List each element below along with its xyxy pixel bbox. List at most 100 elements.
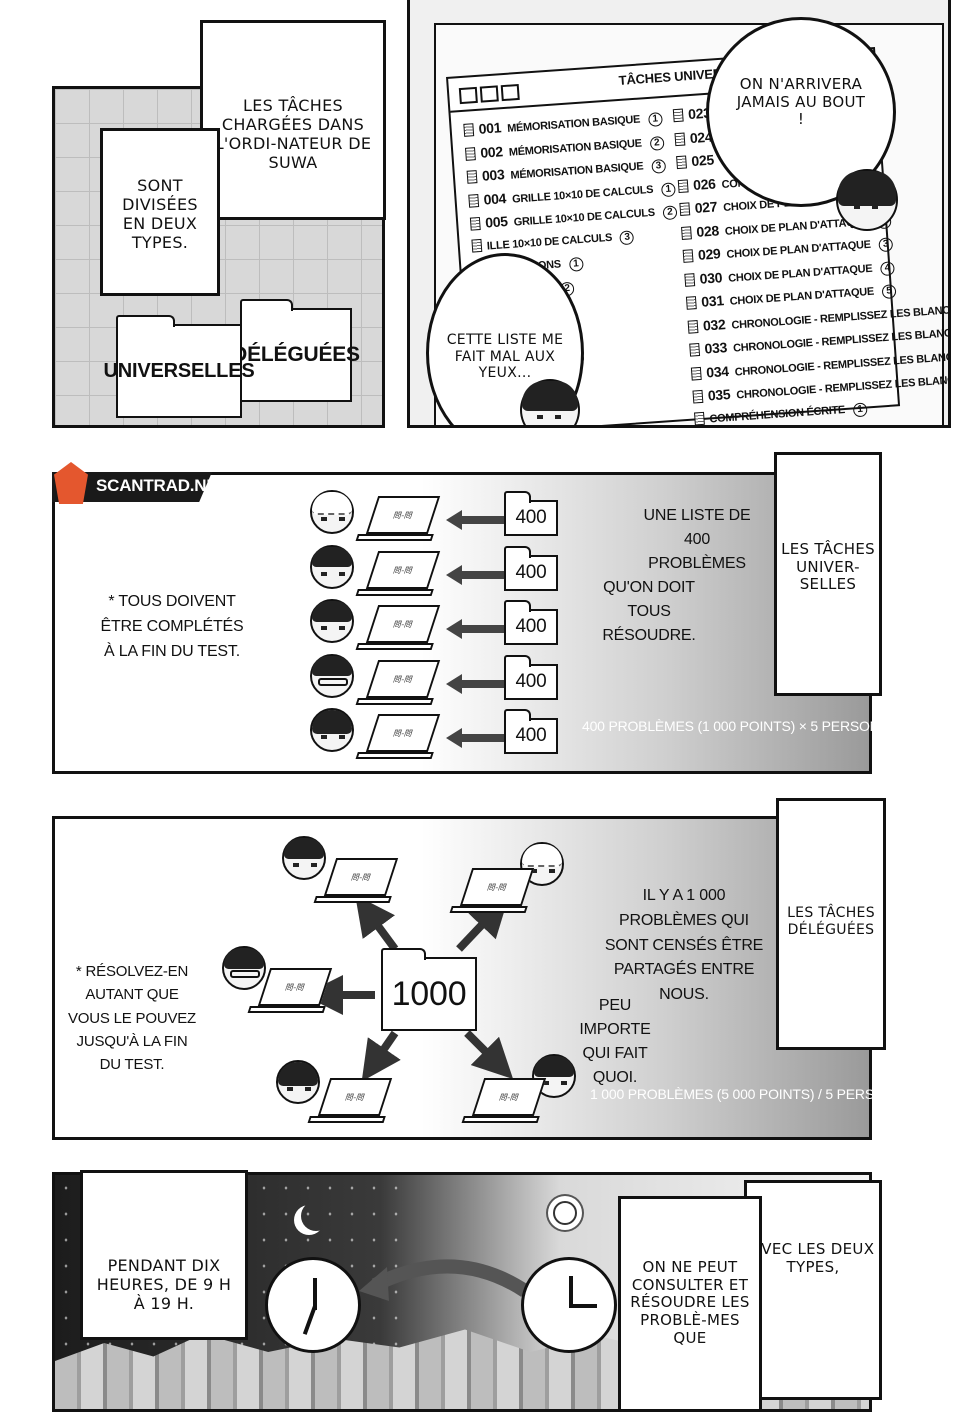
laptop-icon: 問-問 <box>365 550 441 589</box>
folder-400-label: 400 <box>515 507 547 528</box>
character-boy-light-hair <box>310 490 354 534</box>
task-index-badge: 4 <box>879 260 895 276</box>
task-label: MÉMORISATION BASIQUE <box>508 137 643 159</box>
task-number: 032 <box>702 315 726 334</box>
delegated-caption: 1 000 problèmes (5 000 points) / 5 perso… <box>590 1086 923 1102</box>
document-icon <box>690 366 702 381</box>
moon-icon <box>301 1201 331 1231</box>
task-index-badge: 2 <box>662 205 678 221</box>
laptop-icon: 問-問 <box>317 1078 393 1116</box>
folder-400-label: 400 <box>515 725 547 746</box>
folder-400: 400 <box>504 545 558 591</box>
task-index-badge: 1 <box>647 112 663 127</box>
folder-400-label: 400 <box>515 616 547 637</box>
laptop-icon: 問-問 <box>365 714 441 752</box>
character-boy-cap <box>282 836 326 880</box>
document-icon <box>677 178 689 193</box>
universal-note: * Tous doivent être complétés à la fin d… <box>100 593 244 660</box>
document-icon <box>689 342 701 357</box>
task-number: 005 <box>484 213 509 231</box>
character-girl-short-hair <box>310 544 354 589</box>
document-icon <box>679 202 691 216</box>
laptop-icon: 問-問 <box>365 496 441 534</box>
document-icon <box>687 319 699 334</box>
character-girl-short-hair <box>520 379 580 425</box>
delegated-line-1: IL Y A 1 000 PROBLÈMES QUI SONT CENSÉS Ê… <box>604 887 764 1004</box>
character-boy-cap <box>310 599 354 643</box>
task-index-badge: 3 <box>878 237 894 253</box>
universal-caption: 400 problèmes (1 000 points) × 5 personn… <box>582 718 908 734</box>
character-girl-pigtails <box>836 169 898 231</box>
delegated-note: * Résolvez-en autant que vous le pouvez … <box>67 963 197 1073</box>
task-number: 027 <box>694 198 718 216</box>
window-buttons <box>458 83 520 108</box>
folder-400-label: 400 <box>515 561 547 583</box>
clock-night-icon <box>265 1257 361 1353</box>
task-index-badge: 5 <box>881 284 897 300</box>
laptop-icon: 問-問 <box>471 1078 547 1116</box>
arrow-up-right <box>456 896 509 952</box>
task-number: 031 <box>700 292 725 310</box>
caption-box-ten-hours: Pendant dix heures, de 9 h à 19 h. <box>80 1170 248 1340</box>
arrow-down-right <box>464 1030 514 1080</box>
document-icon <box>471 238 483 253</box>
distribution-arrows <box>303 894 514 1082</box>
document-icon <box>682 249 694 263</box>
document-icon <box>692 389 704 404</box>
arrow-left-icon <box>446 510 504 534</box>
character-boy-glasses <box>222 946 266 990</box>
universal-line-2: QU'ON DOIT TOUS RÉSOUDRE. <box>602 579 696 644</box>
folder-universal: UNIVERSELLES <box>104 315 255 418</box>
folder-400: 400 <box>504 709 558 754</box>
document-icon <box>685 296 697 310</box>
caption-box-divided: sont divisées en deux types. <box>100 128 220 296</box>
task-index-badge: 1 <box>852 401 868 417</box>
folder-400-label: 400 <box>515 670 547 692</box>
universal-line-1: UNE LISTE DE 400 PROBLÈMES <box>643 507 751 572</box>
task-number: 034 <box>705 362 730 381</box>
caption-box-universal: Les tâches univer-selles <box>774 452 882 696</box>
task-number: 025 <box>690 151 715 170</box>
character-girl-pigtails <box>310 708 354 752</box>
character-boy-glasses <box>310 653 354 698</box>
character-boy-light-hair <box>520 842 564 886</box>
folder-1000-label: 1000 <box>391 974 467 1013</box>
task-index-badge: 2 <box>649 135 665 151</box>
folder-universal-label: UNIVERSELLES <box>103 359 255 382</box>
document-icon <box>676 155 687 170</box>
document-icon <box>468 193 480 208</box>
document-icon <box>466 170 478 184</box>
clock-day-icon <box>521 1257 617 1353</box>
character-girl-pigtails <box>276 1060 320 1104</box>
caption-box-tasks-loaded: Les tâches chargées dans l'ordi-nateur d… <box>200 20 386 220</box>
laptop-icon: 問-問 <box>323 858 399 896</box>
sun-icon <box>553 1201 577 1225</box>
task-index-badge: 3 <box>650 158 666 174</box>
task-number: 004 <box>483 189 507 208</box>
document-icon <box>469 216 481 231</box>
arrow-left-icon <box>446 728 504 752</box>
panel-delegated-tasks: 1000 <box>52 816 872 1140</box>
delegated-line-2: PEU IMPORTE QUI FAIT QUOI. <box>579 997 651 1086</box>
watermark-text: SCANTRAD.NET <box>96 476 228 495</box>
document-icon <box>672 108 684 123</box>
task-number: 003 <box>481 166 505 184</box>
arrow-up-left <box>355 894 399 952</box>
task-number: 026 <box>692 174 717 193</box>
document-icon <box>674 132 686 146</box>
task-number: 028 <box>695 221 720 240</box>
task-number: 001 <box>478 119 502 137</box>
task-number: 002 <box>479 142 504 161</box>
speech-bubble-never-finish: On n'arrivera jamais au bout ! <box>706 17 896 207</box>
task-number: 033 <box>704 339 728 357</box>
laptop-icon: 問-問 <box>365 605 441 643</box>
task-index-badge: 3 <box>619 229 635 245</box>
document-icon <box>693 411 705 425</box>
task-number: 030 <box>699 268 723 287</box>
laptop-icon: 問-問 <box>365 659 441 698</box>
task-number: 035 <box>707 385 731 404</box>
caption-box-can-only: on ne peut consulter et résoudre les pro… <box>618 1196 762 1412</box>
task-index-badge: 1 <box>568 256 584 272</box>
document-icon <box>463 123 475 137</box>
